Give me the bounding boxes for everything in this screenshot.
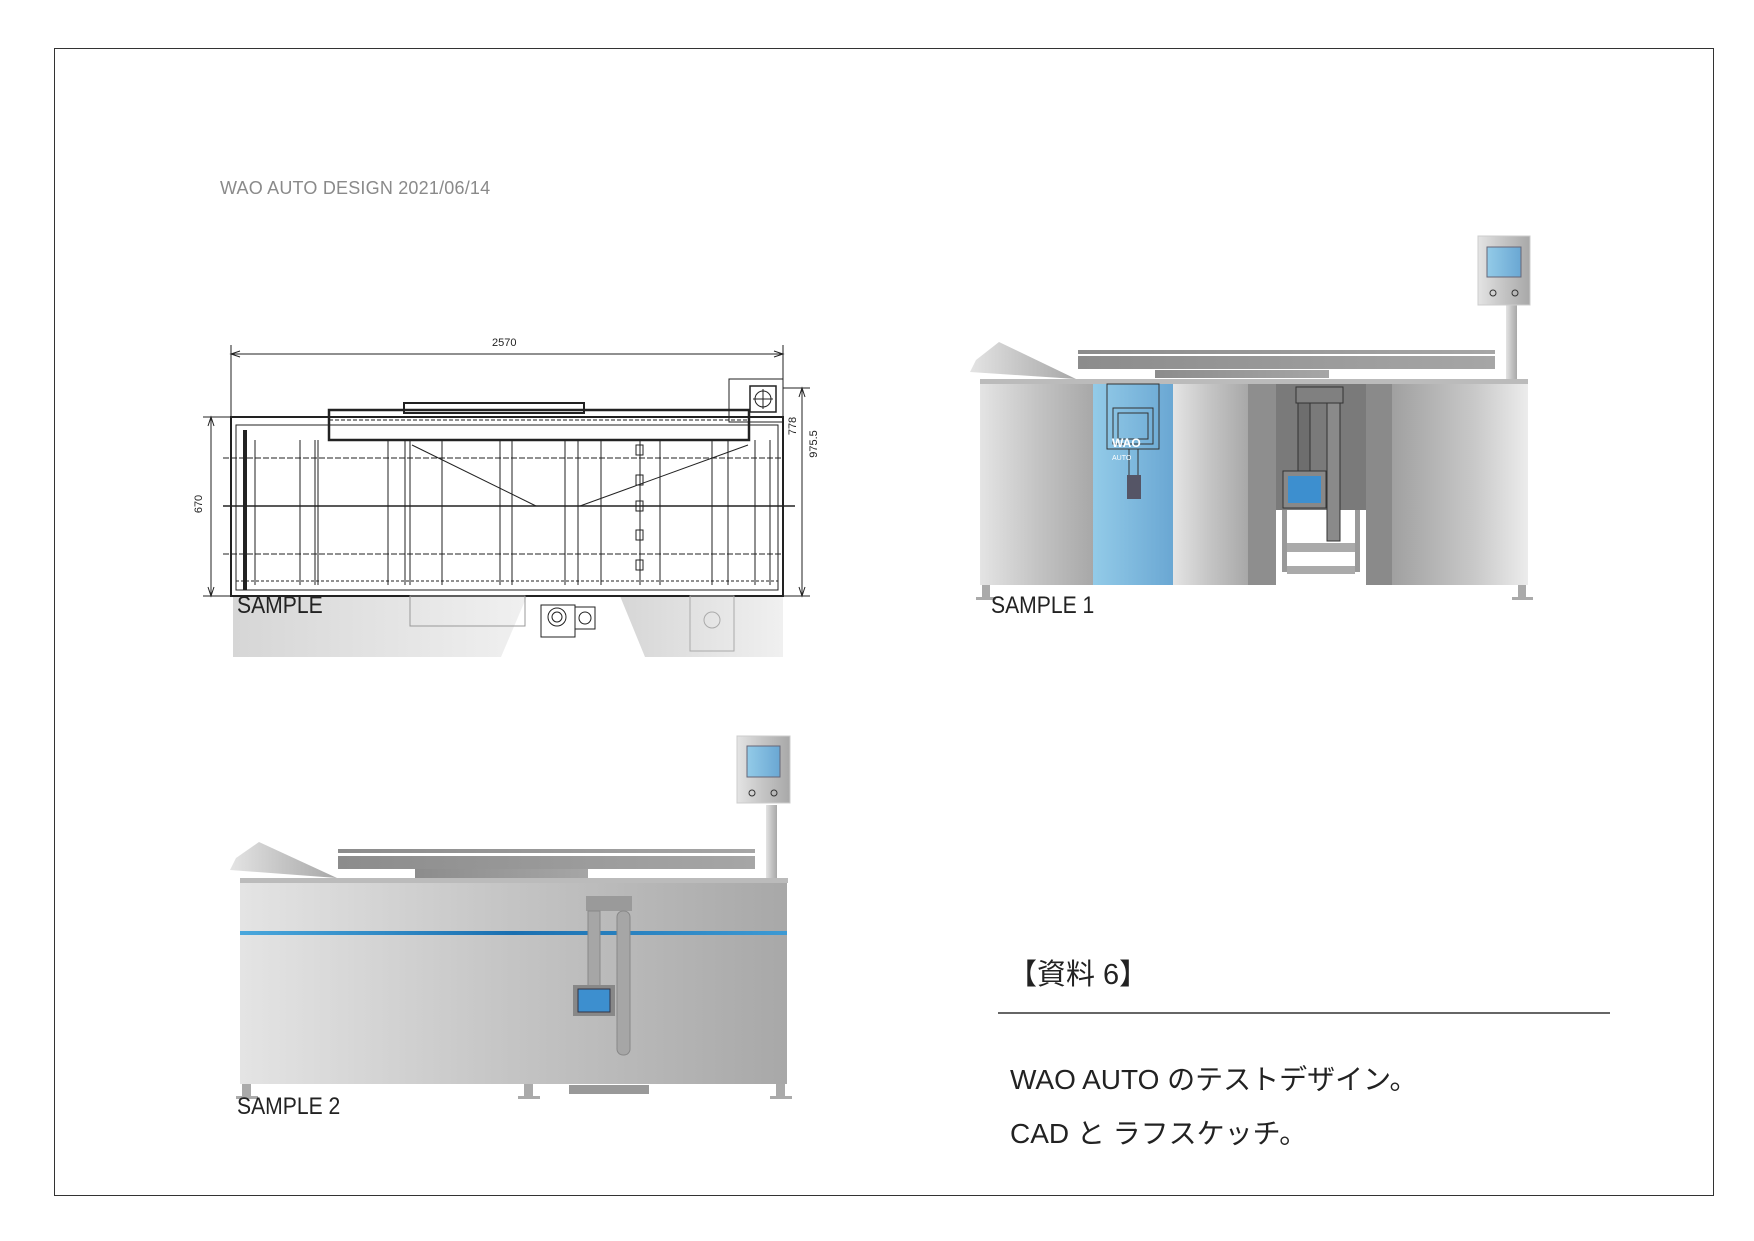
sample2-body [240,878,788,1094]
cad-base-shading [233,596,783,657]
sample2-chute [230,842,337,878]
sample2-label: SAMPLE 2 [237,1093,341,1120]
sample2-accent-stripe [240,931,787,935]
cad-dim-width: 2570 [492,337,517,349]
sample2-control-panel [736,735,791,878]
cad-machine-frame [223,378,795,652]
sample1-conveyor [1078,350,1495,378]
sample1-chute [970,342,1076,379]
notes-divider [998,1012,1610,1014]
sample2-conveyor [338,849,755,878]
sample1-logo-sub: AUTO [1112,455,1132,462]
sample2-feet [236,1084,792,1099]
sample1-control-panel [1477,235,1531,379]
sample1-feet [976,585,1533,600]
cad-dimension-lines [203,345,810,598]
cad-sample-label: SAMPLE [237,592,323,619]
sample1-label: SAMPLE 1 [991,592,1095,619]
sample1-logo: WAO [1112,436,1141,450]
document-header: WAO AUTO DESIGN 2021/06/14 [220,178,491,198]
notes-title: 【資料 6】 [1008,959,1149,991]
notes-line-1: WAO AUTO のテストデザイン。 [1010,1064,1418,1095]
sample1-body [980,379,1528,585]
page-border [54,48,1714,1196]
notes-line-2: CAD と ラフスケッチ。 [1010,1118,1308,1149]
